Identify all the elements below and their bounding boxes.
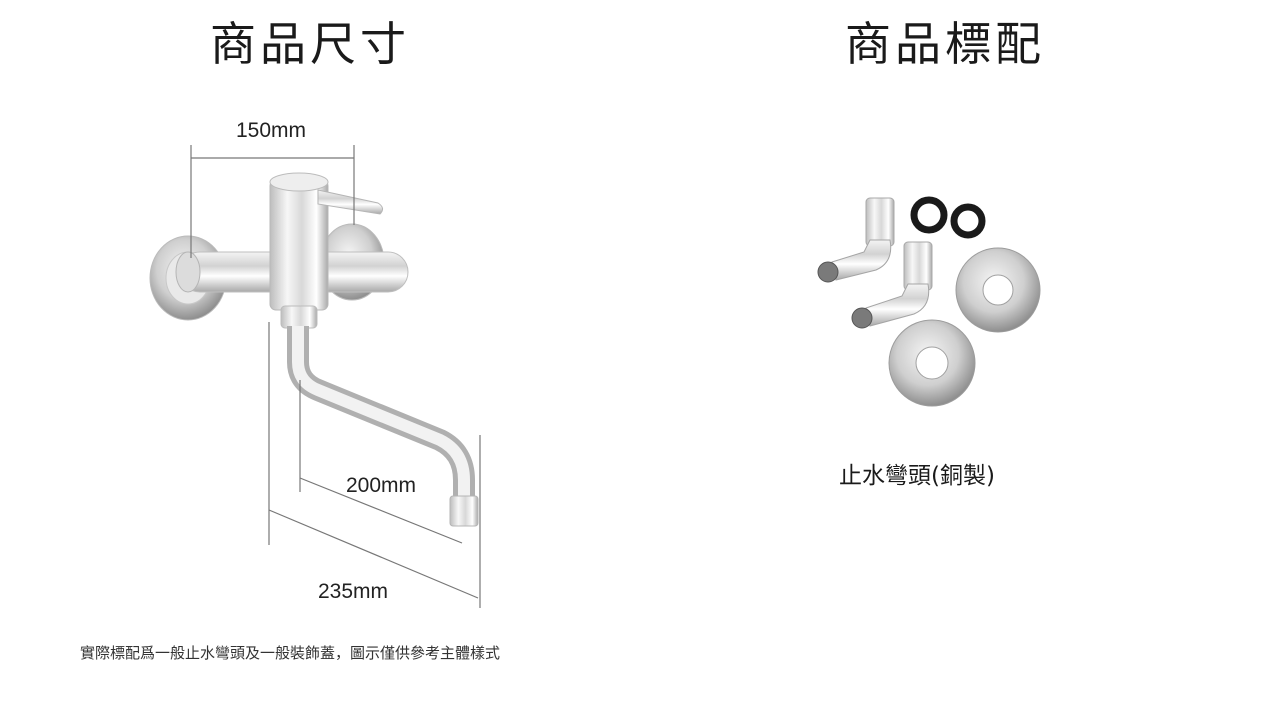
- dimension-lines: [190, 145, 481, 608]
- accessories-heading: 商品標配: [845, 17, 1045, 71]
- elbow-fitting: [817, 197, 895, 283]
- rubber-washer: [910, 196, 986, 239]
- lever-handle: [317, 189, 384, 215]
- spout-outlet: [449, 495, 479, 527]
- spout-dimension-label: 200mm: [346, 474, 417, 497]
- total-dimension-label: 235mm: [318, 580, 389, 603]
- width-dimension-label: 150mm: [236, 119, 307, 142]
- decorative-cover-plate: [888, 319, 976, 407]
- decorative-cover-plate: [955, 247, 1041, 333]
- accessory-caption: 止水彎頭(銅製): [839, 463, 995, 489]
- dimensions-heading: 商品尺寸: [210, 17, 410, 71]
- elbow-fitting: [851, 241, 933, 329]
- footer-note: 實際標配爲一般止水彎頭及一般裝飾蓋，圖示僅供參考主體樣式: [80, 644, 501, 662]
